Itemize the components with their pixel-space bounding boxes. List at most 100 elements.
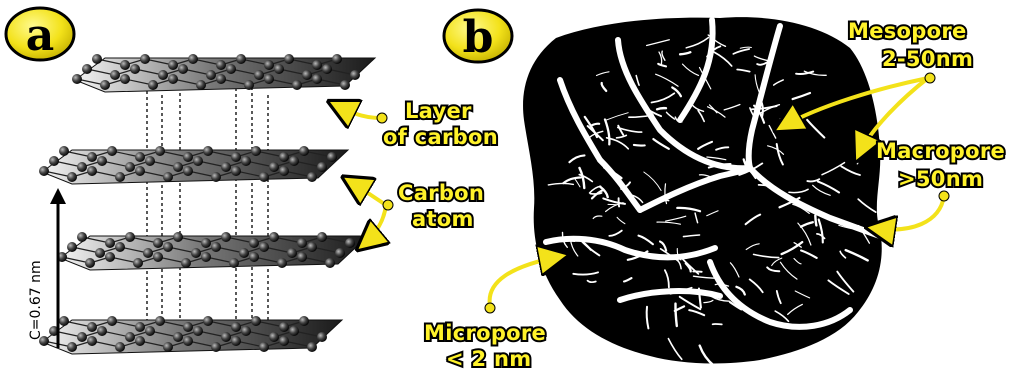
- carbon-atom: [72, 74, 82, 84]
- carbon-atom: [211, 242, 221, 252]
- carbon-atom: [307, 242, 317, 252]
- carbon-atom: [87, 322, 97, 332]
- carbon-atom: [77, 332, 87, 342]
- carbon-atom: [251, 316, 261, 326]
- carbon-atom: [332, 54, 342, 64]
- porous-carbon-particle: [523, 17, 882, 363]
- carbon-atom: [299, 316, 309, 326]
- macropore-label-line1: Macropore: [876, 139, 1005, 163]
- carbon-atom: [183, 166, 193, 176]
- mesopore-label-line1: Mesopore: [848, 19, 967, 43]
- micropore-label-line2: < 2 nm: [446, 347, 531, 371]
- carbon-atom: [244, 80, 254, 90]
- carbon-atom: [259, 342, 269, 352]
- carbon-atom: [251, 146, 261, 156]
- carbon-atom: [292, 80, 302, 90]
- graphene-layer: [57, 232, 368, 270]
- carbon-atom: [107, 316, 117, 326]
- carbon-atom: [92, 54, 102, 64]
- carbon-atom: [287, 248, 297, 258]
- carbon-atom: [221, 332, 231, 342]
- fissure: [634, 145, 645, 146]
- atom-label-line1: Carbon: [398, 181, 484, 205]
- carbon-atom: [168, 60, 178, 70]
- carbon-atom: [155, 316, 165, 326]
- carbon-atom: [173, 332, 183, 342]
- carbon-atom: [148, 80, 158, 90]
- carbon-atom: [277, 258, 287, 268]
- carbon-atom: [236, 54, 246, 64]
- carbon-atom: [203, 146, 213, 156]
- mesopore-label-line2: 2-50nm: [882, 47, 973, 71]
- macropore-label-line2: >50nm: [898, 167, 983, 191]
- graphene-layer: [39, 146, 348, 184]
- carbon-atom: [97, 156, 107, 166]
- carbon-atom: [201, 238, 211, 248]
- panel-b: b Mesopore 2-50nm: [424, 10, 1005, 371]
- carbon-atom: [299, 146, 309, 156]
- carbon-atom: [231, 336, 241, 346]
- carbon-atom: [105, 252, 115, 262]
- carbon-atom: [49, 156, 59, 166]
- carbon-atom: [274, 64, 284, 74]
- carbon-atom: [249, 252, 259, 262]
- carbon-atom: [279, 322, 289, 332]
- carbon-atom: [143, 248, 153, 258]
- carbon-atom: [115, 242, 125, 252]
- carbon-atom: [206, 70, 216, 80]
- carbon-atom: [269, 232, 279, 242]
- carbon-atom: [155, 146, 165, 156]
- fissure: [619, 198, 620, 206]
- carbon-atom: [307, 172, 317, 182]
- carbon-atom: [211, 342, 221, 352]
- graphene-layer: [39, 316, 342, 354]
- carbon-atom: [317, 232, 327, 242]
- carbon-atom: [231, 322, 241, 332]
- carbon-atom: [135, 152, 145, 162]
- carbon-atom: [110, 70, 120, 80]
- carbon-atom: [163, 342, 173, 352]
- panel-a-badge-letter: a: [26, 10, 55, 61]
- carbon-atom: [145, 326, 155, 336]
- carbon-atom: [259, 172, 269, 182]
- carbon-atom: [264, 74, 274, 84]
- carbon-atom: [85, 258, 95, 268]
- carbon-atom: [317, 332, 327, 342]
- graphene-layers: [39, 54, 375, 354]
- carbon-atom: [87, 152, 97, 162]
- carbon-atom: [183, 336, 193, 346]
- carbon-atom: [231, 166, 241, 176]
- carbon-atom: [340, 80, 350, 90]
- carbon-atom: [196, 80, 206, 90]
- carbon-atom: [67, 172, 77, 182]
- carbon-atom: [279, 166, 289, 176]
- carbon-atom: [307, 342, 317, 352]
- carbon-atom: [231, 152, 241, 162]
- carbon-atom: [284, 54, 294, 64]
- carbon-atom: [297, 252, 307, 262]
- panel-a-badge: a: [6, 8, 74, 61]
- carbon-atom: [241, 326, 251, 336]
- carbon-atom: [115, 342, 125, 352]
- carbon-atom: [221, 162, 231, 172]
- fissure: [675, 304, 676, 326]
- carbon-atom: [59, 316, 69, 326]
- carbon-atom: [87, 166, 97, 176]
- carbon-atom: [120, 74, 130, 84]
- carbon-atom: [193, 156, 203, 166]
- carbon-atom: [145, 156, 155, 166]
- macropore-annotation: Macropore >50nm: [872, 139, 1005, 230]
- carbon-atom: [107, 146, 117, 156]
- carbon-atom: [120, 60, 130, 70]
- carbon-atom: [325, 258, 335, 268]
- carbon-atom: [229, 258, 239, 268]
- carbon-atom: [350, 70, 360, 80]
- carbon-atom: [158, 70, 168, 80]
- carbon-atom: [241, 156, 251, 166]
- carbon-atom: [345, 238, 355, 248]
- carbon-atom: [191, 248, 201, 258]
- carbon-atom: [226, 64, 236, 74]
- carbon-atom: [125, 162, 135, 172]
- carbon-atom: [289, 326, 299, 336]
